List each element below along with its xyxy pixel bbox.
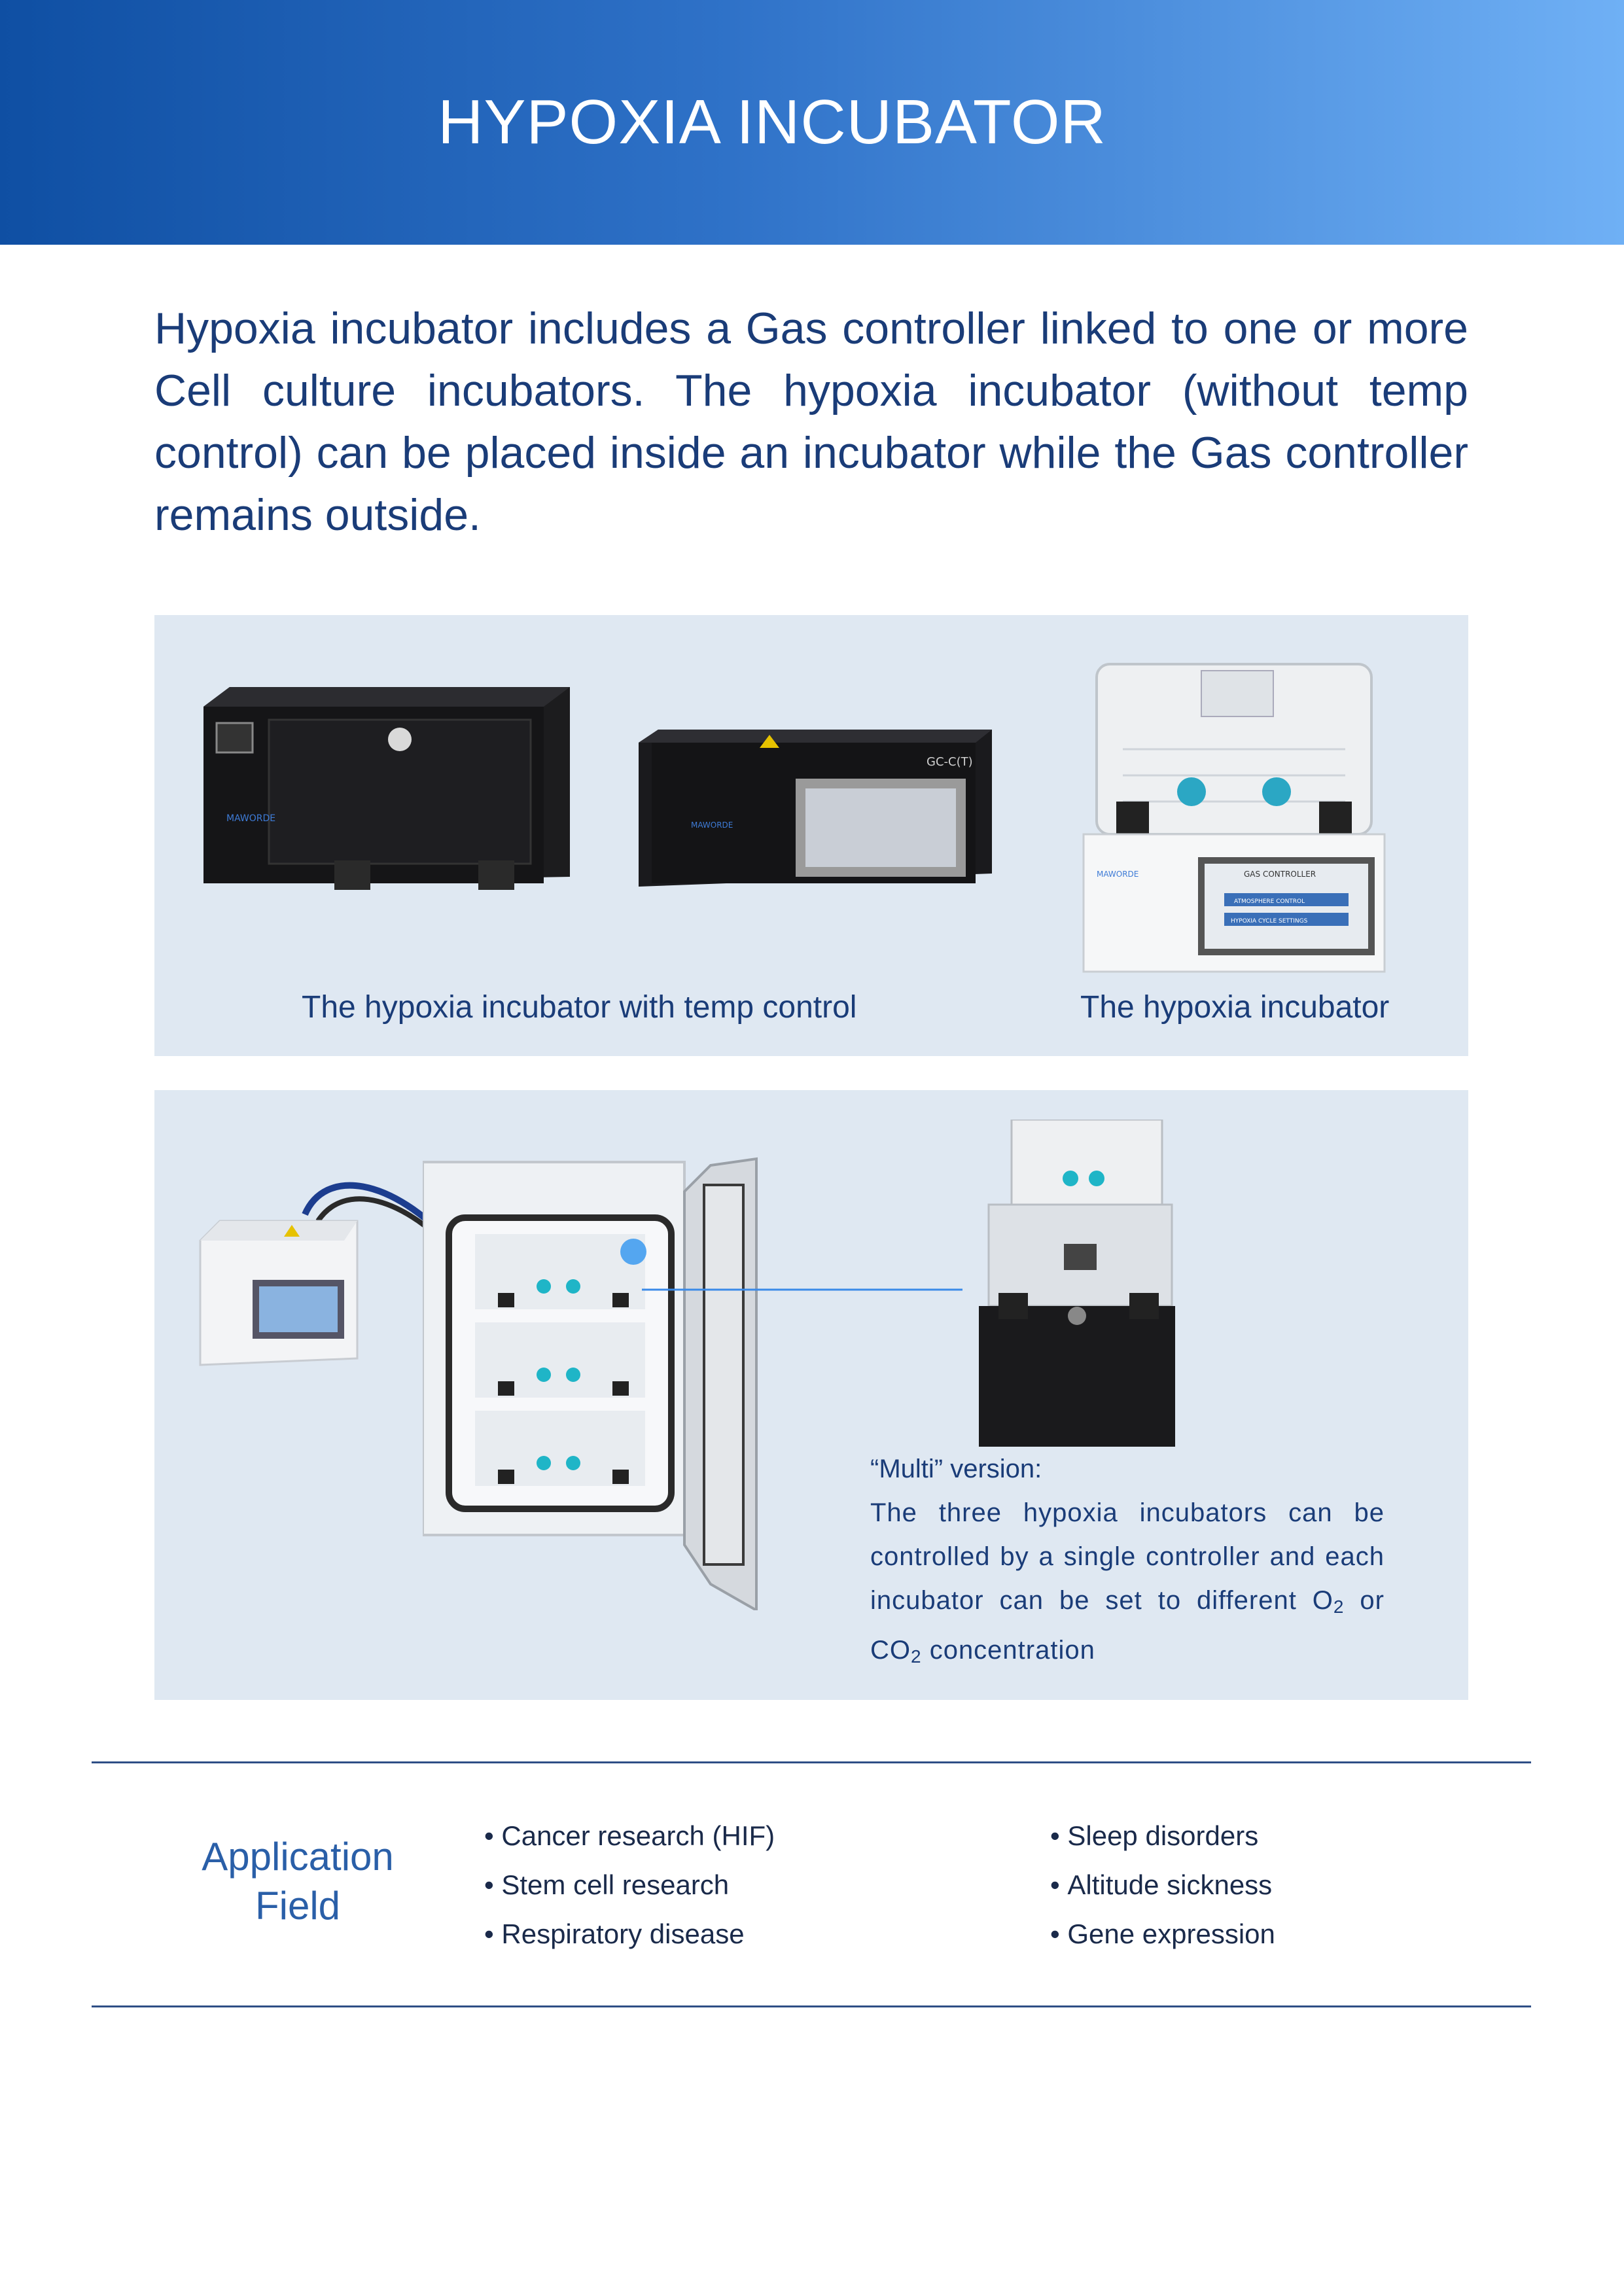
section-divider-bottom — [92, 2005, 1531, 2007]
stacked-incubators-image — [979, 1120, 1175, 1447]
gas-controller-image: GC-C(T) MAWORDE — [639, 730, 992, 887]
list-item: Sleep disorders — [1050, 1811, 1275, 1860]
header-banner: HYPOXIA INCUBATOR — [0, 0, 1624, 245]
hypoxia-incubator-image: MAWORDE GAS CONTROLLER ATMOSPHERE CONTRO… — [1082, 663, 1386, 973]
caption-with-temp: The hypoxia incubator with temp control — [302, 990, 857, 1025]
white-brand-text: MAWORDE — [1097, 870, 1139, 879]
list-item: Gene expression — [1050, 1909, 1275, 1958]
controller-with-cables-image — [199, 1182, 464, 1366]
screen-button-cycle: HYPOXIA CYCLE SETTINGS — [1231, 918, 1308, 925]
list-item: Stem cell research — [484, 1860, 775, 1909]
list-item: Altitude sickness — [1050, 1860, 1275, 1909]
application-title-line2: Field — [255, 1884, 341, 1928]
application-title-line1: Application — [202, 1835, 394, 1879]
application-list-left: Cancer research (HIF) Stem cell research… — [484, 1811, 775, 1958]
multi-body-part-c: concentration — [921, 1636, 1095, 1665]
multi-version-body: The three hypoxia incubators can be cont… — [870, 1491, 1385, 1678]
caption-hypoxia: The hypoxia incubator — [1080, 990, 1390, 1025]
multi-body-part-b: or CO — [870, 1586, 1385, 1665]
page-title: HYPOXIA INCUBATOR — [438, 87, 1106, 157]
screen-title: GAS CONTROLLER — [1244, 870, 1316, 879]
application-list-right: Sleep disorders Altitude sickness Gene e… — [1050, 1811, 1275, 1958]
multi-body-part-a: The three hypoxia incubators can be cont… — [870, 1498, 1385, 1615]
list-item: Cancer research (HIF) — [484, 1811, 775, 1860]
product-panel: MAWORDE GC-C(T) MAWORDE MAWORDE GAS CONT… — [154, 615, 1468, 1056]
list-item: Respiratory disease — [484, 1909, 775, 1958]
multi-version-text: “Multi” version: The three hypoxia incub… — [870, 1447, 1385, 1678]
screen-button-atmosphere: ATMOSPHERE CONTROL — [1234, 898, 1305, 905]
multi-version-panel: “Multi” version: The three hypoxia incub… — [154, 1090, 1468, 1700]
controller-brand-text: MAWORDE — [691, 821, 733, 830]
section-divider-top — [92, 1761, 1531, 1763]
application-field-title: Application Field — [170, 1832, 425, 1930]
multi-version-title: “Multi” version: — [870, 1455, 1042, 1483]
brand-logo-text: MAWORDE — [226, 813, 275, 824]
connector-line — [642, 1288, 962, 1291]
model-label: GC-C(T) — [927, 755, 973, 769]
subscript-co2: 2 — [911, 1646, 922, 1667]
intro-paragraph: Hypoxia incubator includes a Gas control… — [154, 304, 1468, 540]
subscript-o2: 2 — [1333, 1597, 1345, 1617]
incubator-with-temp-image: MAWORDE — [203, 687, 570, 890]
open-incubator-image — [423, 1157, 758, 1610]
